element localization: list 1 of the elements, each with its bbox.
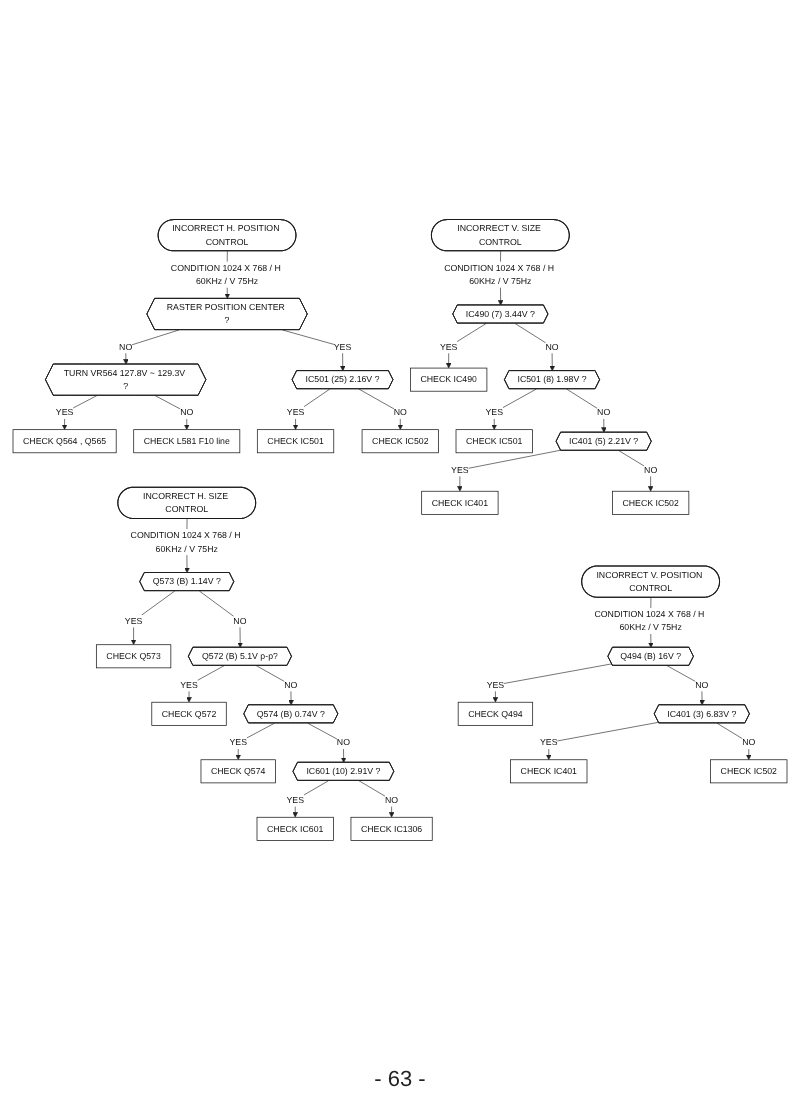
page-number: - 63 - <box>374 1068 426 1092</box>
